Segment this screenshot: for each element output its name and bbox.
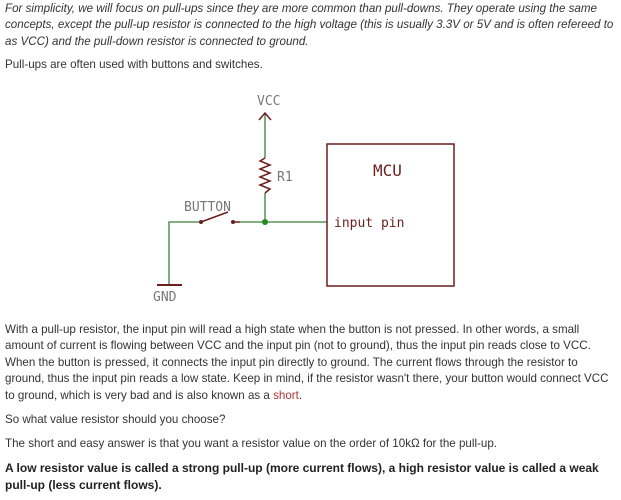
resistor-symbol bbox=[257, 157, 273, 194]
mcu-box bbox=[326, 143, 455, 287]
usage-paragraph: Pull-ups are often used with buttons and… bbox=[5, 58, 263, 71]
explanation-text: With a pull-up resistor, the input pin w… bbox=[5, 323, 609, 402]
button-label: BUTTON bbox=[184, 200, 231, 215]
emphasis-paragraph: A low resistor value is called a strong … bbox=[5, 461, 599, 492]
intro-paragraph: For simplicity, we will focus on pull-up… bbox=[5, 2, 614, 48]
vcc-arrow-icon bbox=[258, 111, 272, 121]
resistor-label: R1 bbox=[277, 170, 293, 185]
ground-wire bbox=[168, 221, 200, 285]
switch-lever bbox=[200, 211, 229, 223]
explanation-paragraph: With a pull-up resistor, the input pin w… bbox=[5, 322, 617, 404]
switch-contact bbox=[199, 220, 203, 224]
explanation-end: . bbox=[298, 388, 303, 402]
short-link[interactable]: short bbox=[273, 388, 299, 402]
switch-contact bbox=[231, 220, 235, 224]
vcc-label: VCC bbox=[257, 94, 280, 109]
input-pin-label: input pin bbox=[334, 216, 404, 231]
pull-up-schematic: VCC R1 BUTTON GND MCU input pin bbox=[153, 94, 455, 305]
junction-dot bbox=[262, 219, 268, 225]
question-paragraph: So what value resistor should you choose… bbox=[5, 413, 226, 426]
answer-paragraph: The short and easy answer is that you wa… bbox=[5, 437, 498, 450]
gnd-label: GND bbox=[153, 290, 177, 305]
mcu-label: MCU bbox=[373, 161, 402, 180]
